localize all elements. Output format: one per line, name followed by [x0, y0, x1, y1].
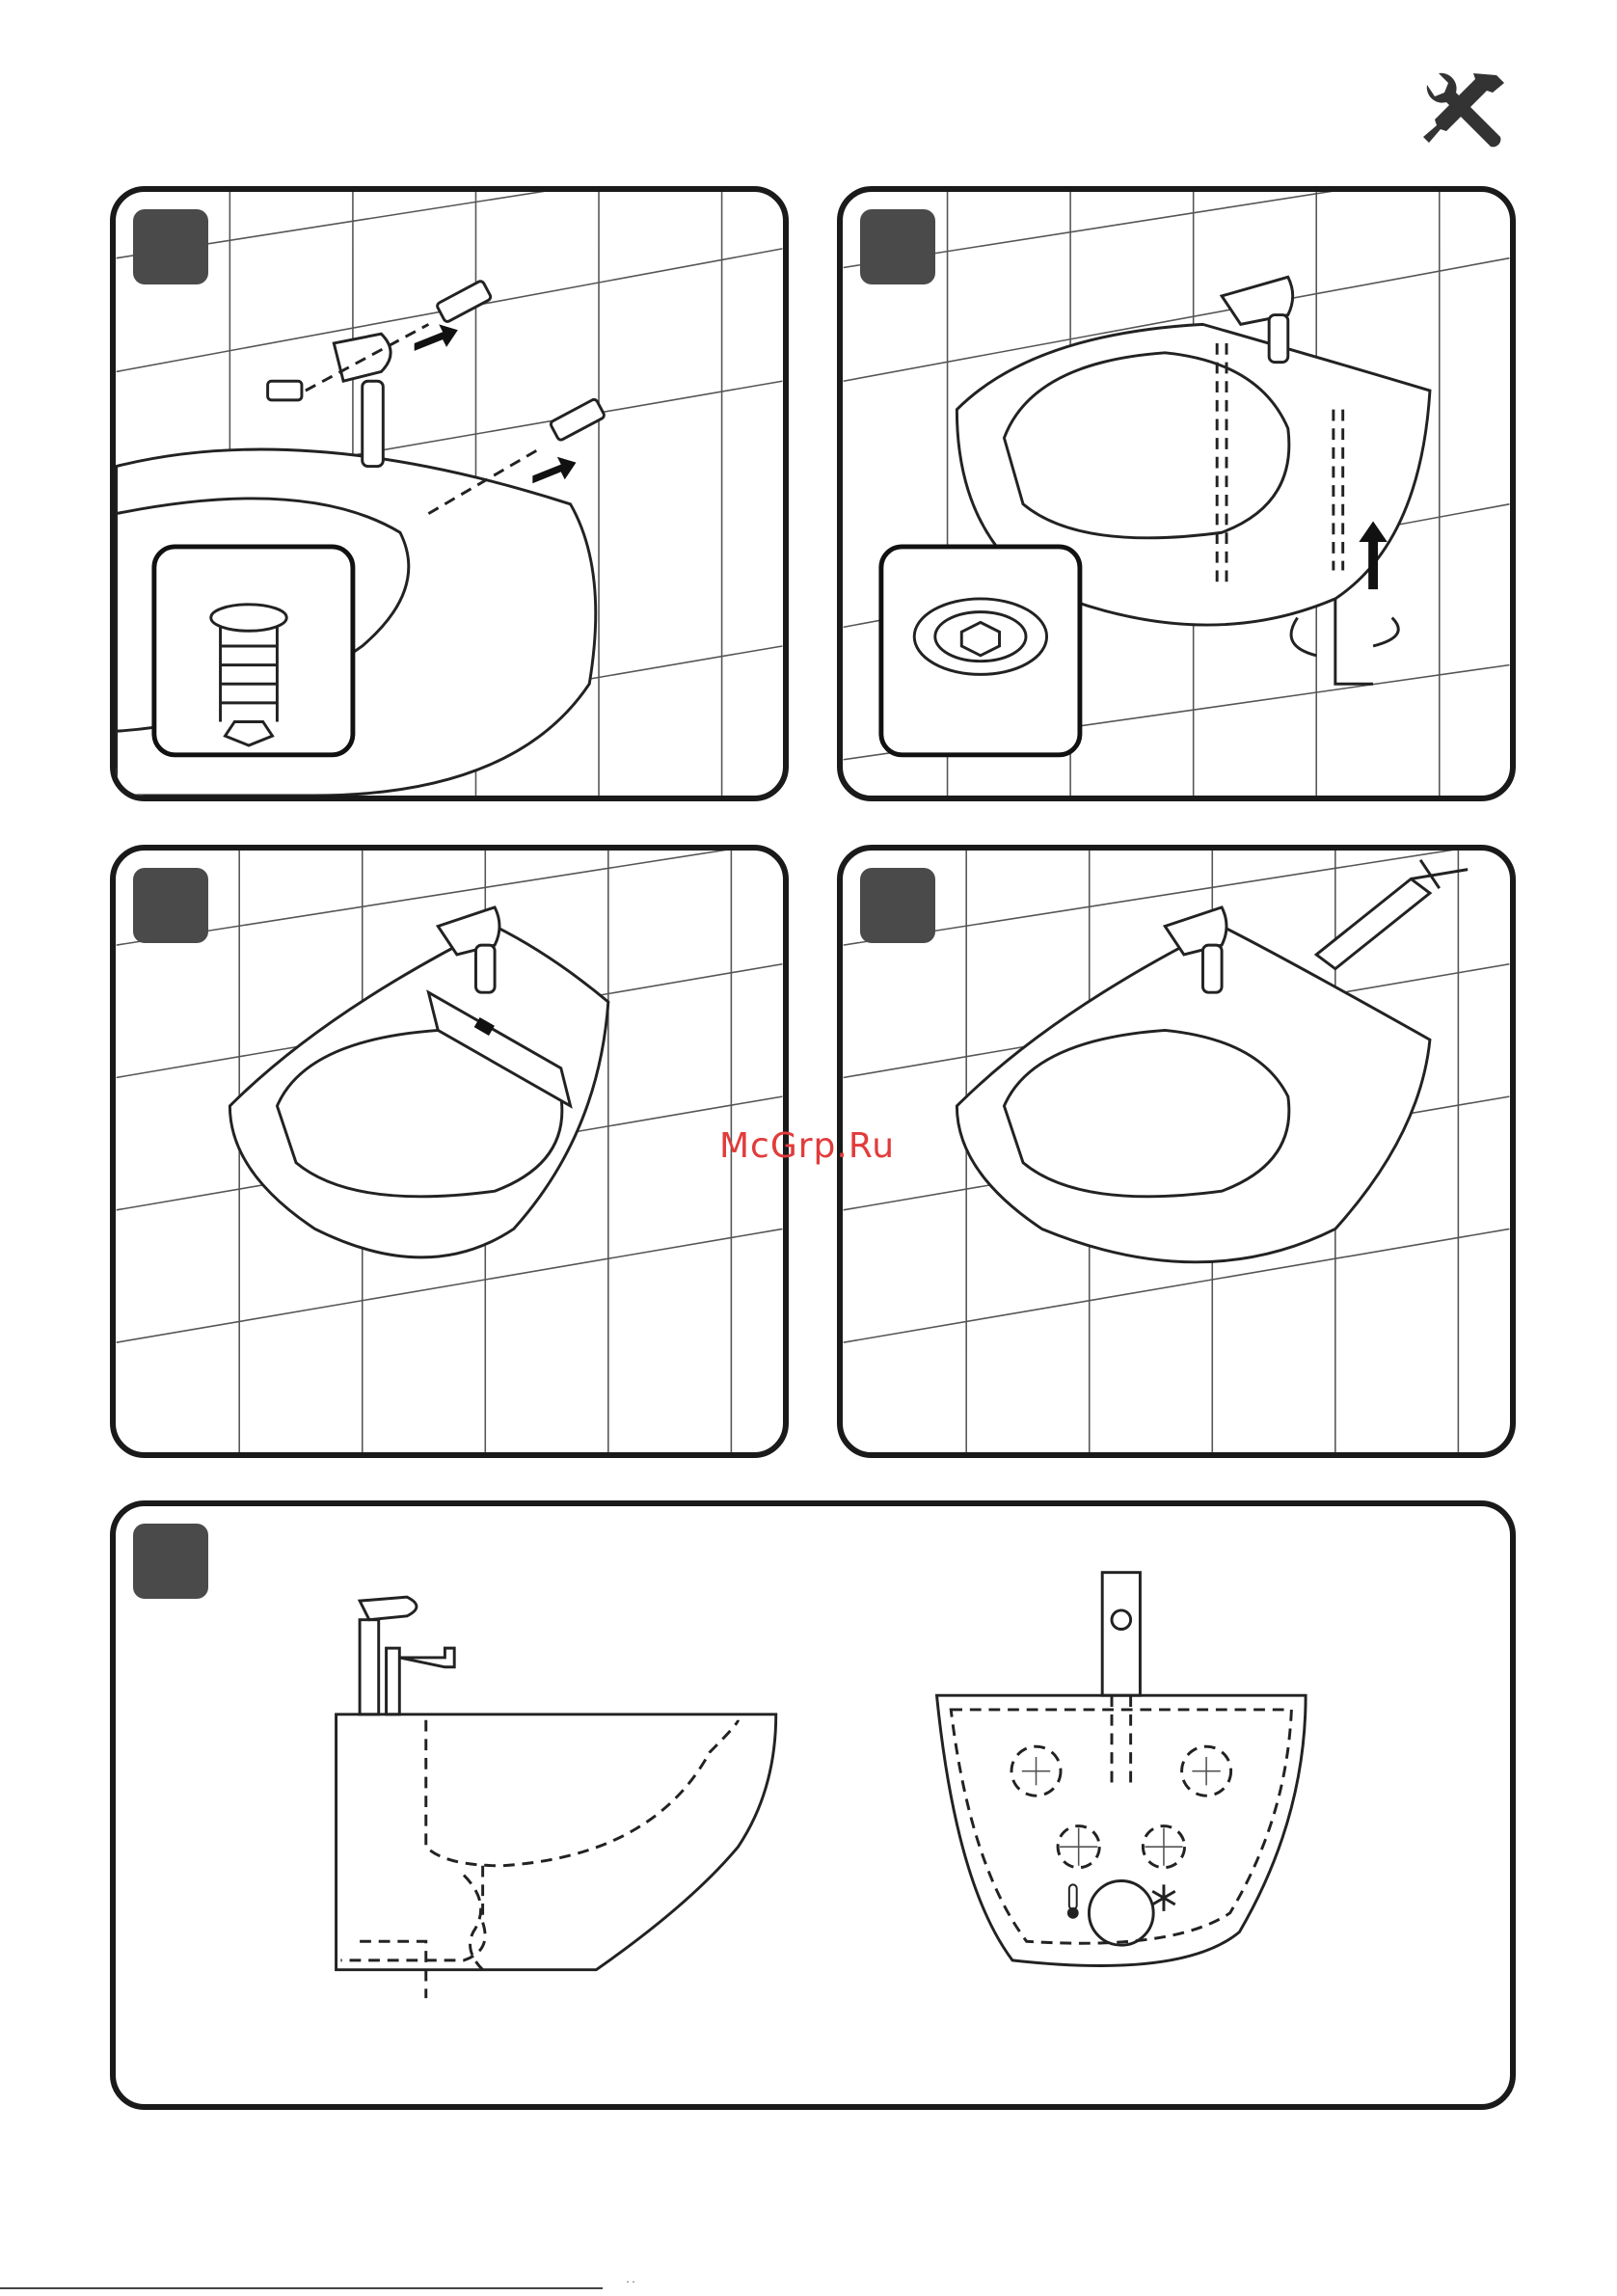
footer-rule	[0, 2287, 603, 2289]
step-number-badge-2	[860, 209, 935, 284]
snowflake-icon	[1152, 1884, 1175, 1910]
silicone-seal-illustration	[843, 851, 1510, 1452]
inset-detail-nut	[881, 547, 1080, 755]
bidet-front-view	[937, 1573, 1307, 1966]
watermark-text: McGrp.Ru	[719, 1126, 895, 1166]
anchor-install-illustration	[116, 192, 783, 796]
step-panel-5	[110, 1500, 1516, 2110]
wrench-screwdriver-icon	[1415, 66, 1512, 162]
step-panel-2	[837, 186, 1516, 801]
step-number-badge-5	[133, 1524, 208, 1599]
bidet-mount-illustration	[843, 192, 1510, 796]
step-panel-1	[110, 186, 789, 801]
bidet-side-view	[337, 1597, 776, 1998]
step-number-badge-1	[133, 209, 208, 284]
inset-detail-anchor	[154, 547, 353, 755]
step-number-badge-3	[133, 868, 208, 943]
level-check-illustration	[116, 851, 783, 1452]
connection-diagram-illustration	[116, 1506, 1510, 2104]
step-panel-3	[110, 845, 789, 1458]
step-number-badge-4	[860, 868, 935, 943]
step-panel-4	[837, 845, 1516, 1458]
thermometer-hot-icon	[1067, 1884, 1079, 1918]
footer-mark: ˙˙	[625, 2280, 636, 2293]
